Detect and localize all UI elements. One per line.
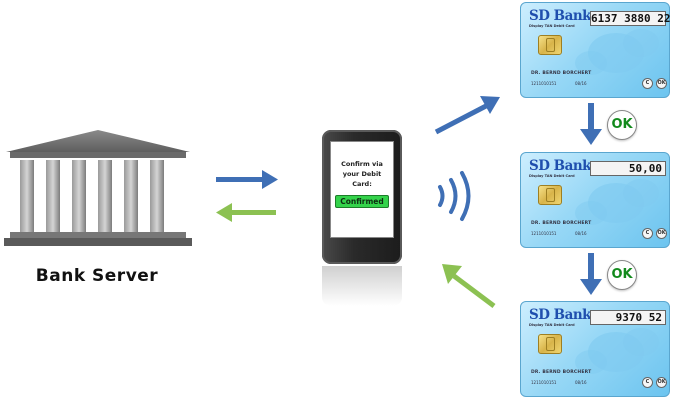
card-subtitle: Display TAN Debit Card — [529, 174, 575, 178]
card-ok-button[interactable]: OK — [656, 228, 667, 239]
debit-card-2: SD Bank Display TAN Debit Card 50,00 DR.… — [520, 152, 670, 248]
card-holder: DR. BERND BORCHERT — [531, 370, 592, 375]
card-display: 50,00 — [590, 161, 666, 176]
ok-badge-2: OK — [607, 260, 637, 290]
world-map-background — [575, 179, 659, 225]
bank-building-icon — [4, 130, 192, 246]
card-display: 9370 52 — [590, 310, 666, 325]
right-arrow-icon — [216, 170, 278, 189]
confirm-prompt: Confirm via your Debit Card: — [341, 160, 383, 188]
phone-reflection — [322, 266, 402, 306]
card-expiry: 08/16 — [575, 231, 587, 236]
nfc-waves-icon — [438, 171, 471, 221]
card-expiry: 08/16 — [575, 380, 587, 385]
card-number: 1211010151 — [531, 231, 557, 236]
chip-icon — [538, 185, 562, 205]
card-subtitle: Display TAN Debit Card — [529, 24, 575, 28]
card-holder: DR. BERND BORCHERT — [531, 221, 592, 226]
debit-card-3: SD Bank Display TAN Debit Card 9370 52 D… — [520, 301, 670, 397]
phone-body: Confirm via your Debit Card: Confirmed — [322, 130, 402, 264]
down-arrow-icon — [580, 103, 602, 145]
confirmed-button[interactable]: Confirmed — [335, 195, 389, 208]
chip-icon — [538, 35, 562, 55]
card-c-button[interactable]: C — [642, 377, 653, 388]
phone-screen: Confirm via your Debit Card: Confirmed — [330, 141, 394, 238]
debit-card-1: SD Bank Display TAN Debit Card 6137 3880… — [520, 2, 670, 98]
card-c-button[interactable]: C — [642, 228, 653, 239]
bank-server-label: Bank Server — [35, 266, 159, 286]
card-subtitle: Display TAN Debit Card — [529, 323, 575, 327]
card-number: 1211010151 — [531, 81, 557, 86]
card-holder: DR. BERND BORCHERT — [531, 71, 592, 76]
card-brand: SD Bank — [529, 158, 591, 174]
card-c-button[interactable]: C — [642, 78, 653, 89]
up-right-arrow-icon — [434, 96, 500, 135]
card-number: 1211010151 — [531, 380, 557, 385]
card-ok-button[interactable]: OK — [656, 377, 667, 388]
down-arrow-icon — [580, 253, 602, 295]
world-map-background — [575, 29, 659, 75]
card-display: 6137 3880 22 — [590, 11, 671, 26]
mobile-phone: Confirm via your Debit Card: Confirmed — [322, 130, 404, 310]
chip-icon — [538, 334, 562, 354]
world-map-background — [575, 328, 659, 374]
request-arrows — [216, 170, 278, 222]
left-arrow-icon — [216, 203, 276, 222]
down-left-arrow-icon — [442, 264, 496, 308]
card-brand: SD Bank — [529, 307, 591, 323]
card-ok-button[interactable]: OK — [656, 78, 667, 89]
ok-badge-1: OK — [607, 110, 637, 140]
card-expiry: 08/16 — [575, 81, 587, 86]
card-brand: SD Bank — [529, 8, 591, 24]
